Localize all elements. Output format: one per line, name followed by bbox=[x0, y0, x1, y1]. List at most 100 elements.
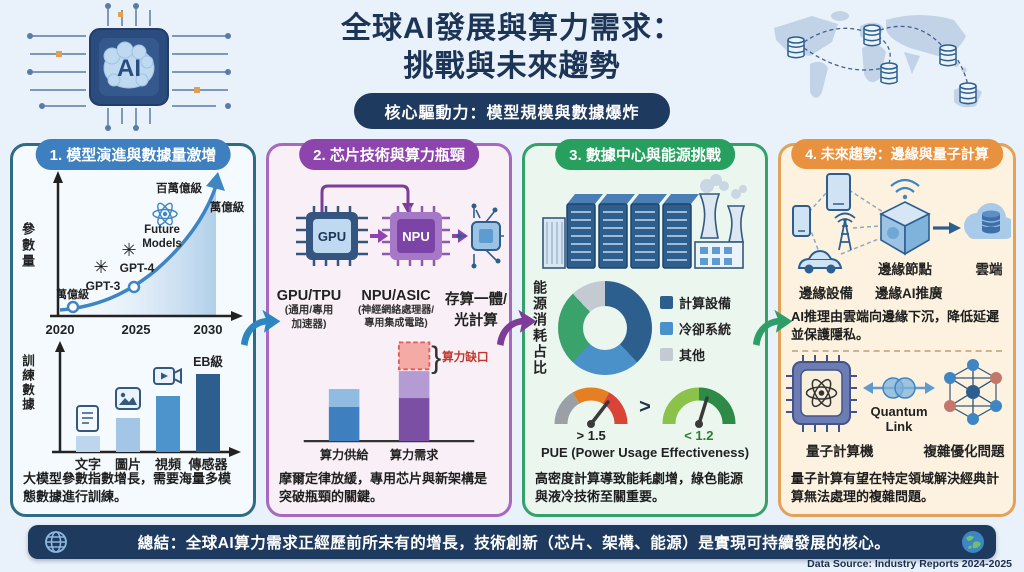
quantum-computer-label: 量子計算機 bbox=[806, 444, 874, 460]
gap-label: 算力缺口 bbox=[441, 351, 489, 365]
optimization-graph-icon bbox=[944, 359, 1002, 426]
bar-label-sensor: 傳感器 bbox=[187, 457, 228, 472]
npu-chip-icon: NPU bbox=[382, 206, 450, 266]
npu-chip-label: NPU bbox=[402, 229, 429, 244]
bar-label-text: 文字 bbox=[75, 457, 101, 472]
gauge-high-value: > 1.5 bbox=[576, 428, 606, 443]
param-y-axis-label: 參數量 bbox=[20, 222, 35, 270]
gpt4-point bbox=[127, 280, 141, 294]
chip-ai-label: AI bbox=[117, 55, 141, 82]
tablet-icon bbox=[826, 173, 851, 211]
scale-top-label: 百萬億級 bbox=[156, 181, 202, 195]
eb-label: EB級 bbox=[193, 354, 223, 369]
bar-image bbox=[116, 418, 140, 453]
car-icon bbox=[797, 249, 843, 274]
arrow-to-cloud bbox=[949, 222, 961, 234]
bar-text bbox=[76, 436, 100, 453]
edge-labels-row: 邊緣設備 邊緣AI推廣 bbox=[785, 282, 1009, 302]
bar-video bbox=[156, 396, 180, 453]
quantum-chip-icon bbox=[786, 355, 857, 433]
panel2-caption: 摩爾定律放緩，專用芯片與新架構是突破瓶頸的關鍵。 bbox=[279, 471, 488, 505]
gpu-label-col: GPU/TPU (通用/專用 加速器) bbox=[270, 288, 348, 331]
supply-bar-dark bbox=[328, 407, 360, 442]
demand-bar-dark bbox=[398, 398, 430, 442]
loop-arrow bbox=[320, 184, 410, 214]
x-tick-2025: 2025 bbox=[122, 322, 151, 337]
supply-bar-light bbox=[328, 389, 360, 408]
quantum-link-label2: Link bbox=[886, 419, 913, 434]
quantum-diagram: Quantum Link bbox=[786, 355, 1002, 434]
gpu-name: GPU/TPU bbox=[276, 288, 342, 304]
gpt3-label: GPT-3 bbox=[86, 279, 121, 293]
bar-sensor bbox=[196, 374, 220, 453]
database-icons bbox=[787, 24, 977, 105]
greater-than-sign: > bbox=[639, 396, 651, 418]
compute-gap-box bbox=[397, 341, 431, 371]
world-map-illustration bbox=[774, 11, 982, 108]
atom-icon bbox=[152, 202, 178, 226]
gpt3-point bbox=[66, 300, 80, 314]
memcompute-name2: 光計算 bbox=[454, 313, 498, 329]
future-models-label2: Models bbox=[142, 238, 182, 250]
chips-svg: GPU NPU bbox=[296, 184, 504, 269]
npu-sub2: 專用集成電路) bbox=[364, 318, 428, 329]
globe-wireframe-icon bbox=[45, 531, 67, 553]
cloud-label: 雲端 bbox=[976, 261, 1004, 277]
future-models-label1: Future bbox=[144, 224, 180, 236]
gap-brace: } bbox=[431, 341, 441, 375]
x-tick-2030: 2030 bbox=[194, 322, 223, 337]
quantum-link-icon bbox=[863, 377, 935, 400]
atom-symbol bbox=[805, 379, 838, 408]
parameter-growth-chart: 參數量 ✳ ✳ bbox=[16, 170, 250, 337]
supply-demand-chart: } 算力缺口 算力供給 算力需求 bbox=[303, 341, 489, 462]
cloud-icon bbox=[964, 203, 1011, 239]
npu-name: NPU/ASIC bbox=[361, 288, 431, 304]
demand-bar-light bbox=[398, 371, 430, 399]
panel4-caption: 量子計算有望在特定領域解決經典計算無法處理的複雜問題。 bbox=[791, 471, 1000, 505]
gpt4-label: GPT-4 bbox=[120, 261, 155, 275]
wifi-icon bbox=[890, 178, 920, 200]
training-y-axis-label: 訓練數據 bbox=[20, 354, 34, 413]
gauge-low: < 1.2 bbox=[657, 382, 741, 443]
panel1-caption: 大模型參數指數增長，需要海量多模態數據進行訓練。 bbox=[23, 471, 232, 505]
ai-chip-illustration: AI bbox=[27, 3, 231, 131]
panel-chip-technology: 2. 芯片技術與算力瓶頸 GPU bbox=[266, 139, 512, 517]
memcompute-label-col: 存算一體/ 光計算 bbox=[444, 288, 508, 331]
pue-gauges: > 1.5 > < 1.2 bbox=[549, 382, 741, 443]
edge-ai-label: 邊緣AI推廣 bbox=[875, 286, 943, 301]
training-data-chart: 訓練數據 EB級 bbox=[16, 340, 250, 472]
gpu-sub1: (通用/專用 bbox=[284, 304, 334, 316]
gauge-high-icon bbox=[554, 387, 628, 428]
quantum-labels-row: 量子計算機 複雜優化問題 bbox=[782, 440, 1012, 460]
panel3-caption: 高密度計算導致能耗劇增，綠色能源與液冷技術至關重要。 bbox=[535, 471, 744, 505]
trace-accents bbox=[56, 12, 200, 93]
server-racks-icon bbox=[566, 194, 699, 269]
video-icon bbox=[153, 367, 182, 386]
panel1-title: 1. 模型演進與數據量激增 bbox=[35, 139, 231, 170]
gauge-high: > 1.5 bbox=[549, 382, 633, 443]
donut-axis-label: 能源消耗占比 bbox=[532, 280, 548, 376]
summary-banner: 總結：全球AI算力需求正經歷前所未有的增長，技術創新（芯片、架構、能源）是實現可… bbox=[28, 525, 996, 559]
quantum-link-label1: Quantum bbox=[870, 404, 927, 419]
training-data-plot: EB級 文字 圖片 視頻 傳感器 bbox=[52, 341, 241, 472]
arrow-gpu-npu bbox=[378, 229, 388, 243]
legend-swatch-other bbox=[660, 347, 673, 361]
npu-label-col: NPU/ASIC (神經網絡處理器/ 專用集成電路) bbox=[348, 288, 444, 331]
panel-datacenter-energy: 3. 數據中心與能源挑戰 bbox=[522, 139, 768, 517]
cell-tower-icon bbox=[834, 212, 856, 251]
openai-gpt3-icon: ✳ bbox=[93, 257, 108, 277]
legend-cooling: 冷卻系統 bbox=[660, 319, 731, 338]
image-icon bbox=[115, 387, 141, 411]
supply-label: 算力供給 bbox=[320, 447, 369, 462]
edge-description: AI推理由雲端向邊緣下沉，降低延遲並保護隱私。 bbox=[791, 309, 1000, 343]
gpu-chip-label: GPU bbox=[318, 229, 346, 244]
cooling-towers-icon bbox=[698, 174, 747, 243]
legend-other: 其他 bbox=[660, 345, 731, 364]
panel3-title: 3. 數據中心與能源挑戰 bbox=[555, 139, 735, 170]
chip-labels-row: GPU/TPU (通用/專用 加速器) NPU/ASIC (神經網絡處理器/ 專… bbox=[270, 288, 508, 331]
summary-text: 總結：全球AI算力需求正經歷前所未有的增長，技術創新（芯片、架構、能源）是實現可… bbox=[137, 535, 891, 552]
memcompute-name1: 存算一體/ bbox=[444, 292, 508, 308]
earth-icon bbox=[962, 531, 984, 553]
scale-start-label: 萬億級 bbox=[56, 287, 89, 301]
